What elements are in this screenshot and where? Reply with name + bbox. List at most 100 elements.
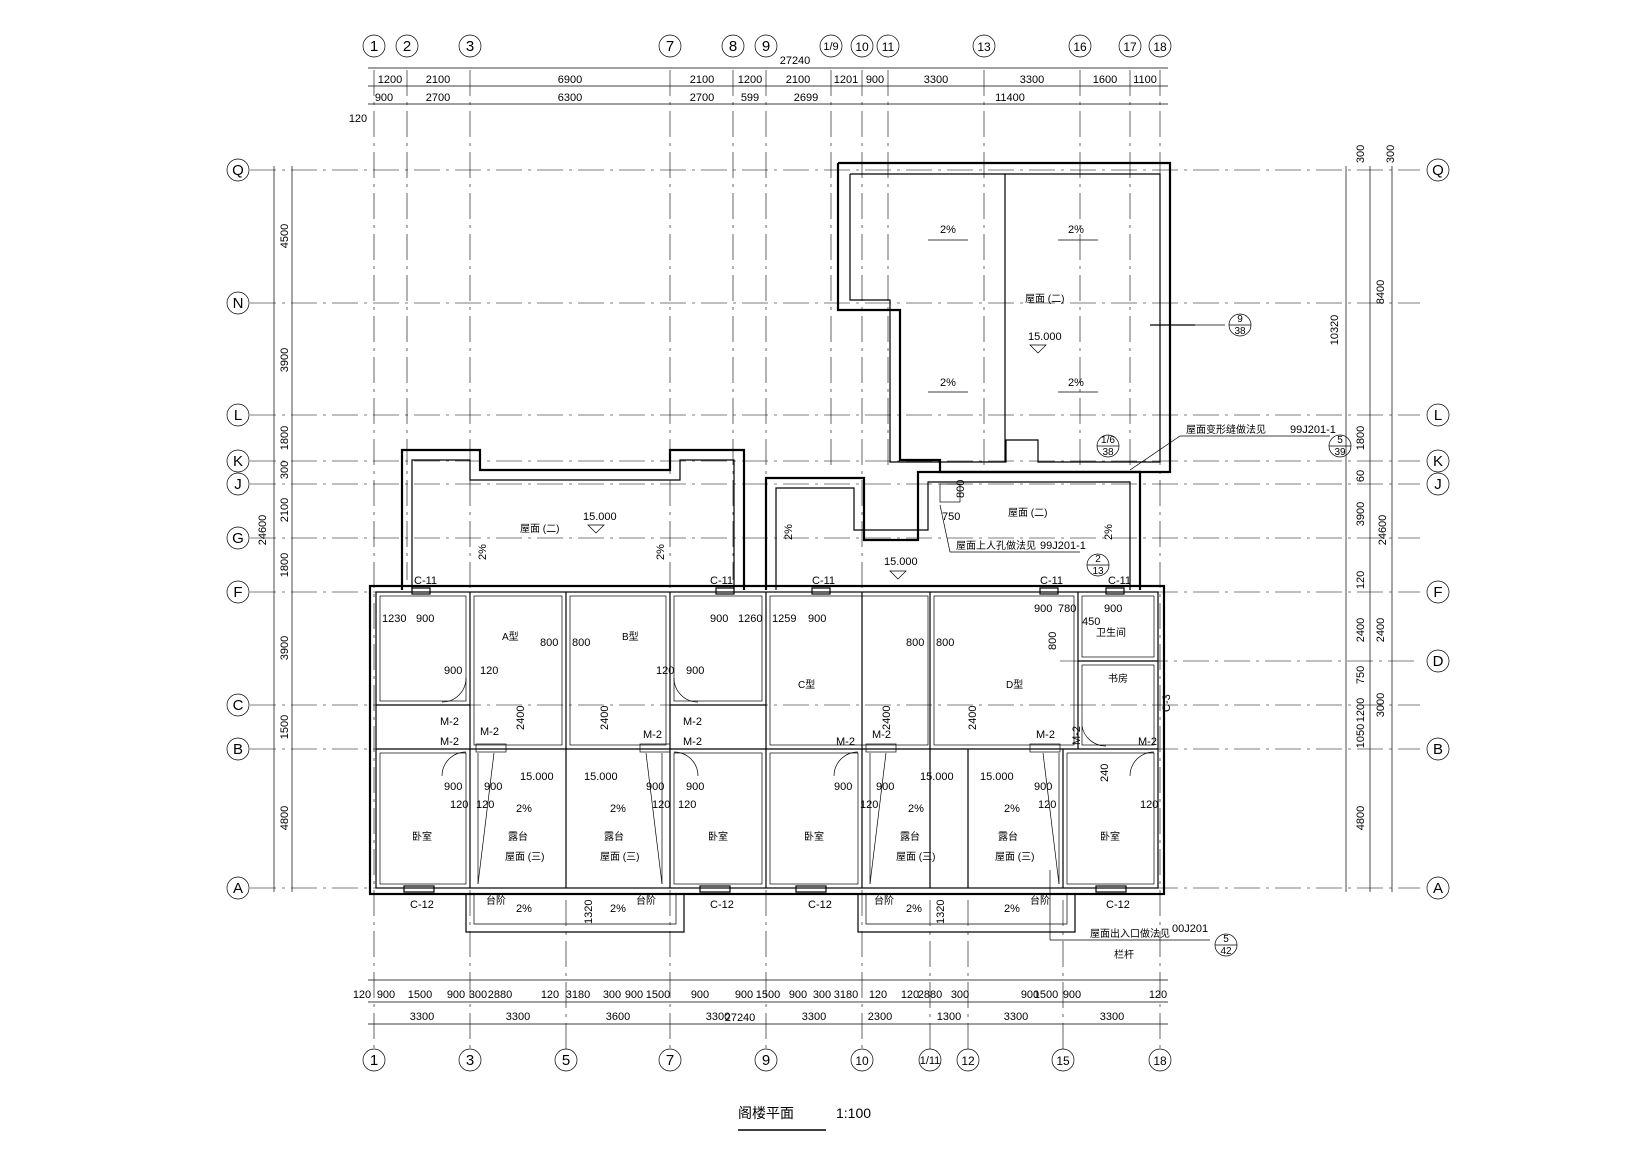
- slope-bal-4: 2%: [1004, 903, 1020, 915]
- right-inner-value: 1050: [1355, 724, 1367, 748]
- axis-top-3: 3: [466, 38, 474, 55]
- bot-row1-value: 1500: [756, 989, 780, 1001]
- top-row1-value: 2100: [786, 74, 810, 86]
- right-inner-value: 3900: [1355, 502, 1367, 526]
- right-inner-value: 1800: [1355, 426, 1367, 450]
- bot-row1-value: 3180: [834, 989, 858, 1001]
- slope-1: 2%: [940, 224, 956, 236]
- ref-deform-code: 99J201-1: [1290, 424, 1336, 436]
- right-inner-value: 4800: [1355, 806, 1367, 830]
- dim-2400-a: 2400: [515, 706, 527, 730]
- dim-1230: 1230: [382, 613, 406, 625]
- door-m2-11: M-2: [1138, 736, 1157, 748]
- left-segs-value: 1800: [279, 426, 291, 450]
- dim-2400-b: 2400: [599, 706, 611, 730]
- roof3-3: 屋面 (三): [896, 851, 935, 863]
- slope-6: 2%: [655, 544, 667, 560]
- row-C-left: C: [233, 697, 244, 714]
- dim-800-a: 800: [540, 637, 558, 649]
- bot-row1-value: 120: [869, 989, 887, 1001]
- dim-900-k: 900: [686, 781, 704, 793]
- detail-ref-4-top: 2: [1095, 554, 1101, 565]
- dim-750: 750: [942, 511, 960, 523]
- axis-bot-5: 5: [562, 1052, 570, 1069]
- right-mid-value: 8400: [1375, 280, 1387, 304]
- dim-900-e: 900: [1104, 603, 1122, 615]
- bot-row1-value: 120: [901, 989, 919, 1001]
- bot-row1-value: 900: [691, 989, 709, 1001]
- slope-b4: 2%: [1004, 803, 1020, 815]
- bot-row1-value: 1500: [408, 989, 432, 1001]
- door-m2-1: M-2: [440, 716, 459, 728]
- axis-top-16: 16: [1073, 40, 1087, 54]
- dim-120-e: 120: [652, 799, 670, 811]
- bot-row1-value: 3180: [566, 989, 590, 1001]
- row-Q-left: Q: [232, 162, 244, 179]
- bot-row1-value: 1500: [646, 989, 670, 1001]
- room-study: 书房: [1108, 672, 1128, 685]
- door-m2-6: M-2: [683, 736, 702, 748]
- axis-bot-9: 9: [762, 1052, 770, 1069]
- bot-row1-value: 300: [813, 989, 831, 1001]
- row-F-right: F: [1433, 584, 1442, 601]
- dim-1260: 1260: [738, 613, 762, 625]
- detail-ref-2-bot: 38: [1102, 447, 1114, 458]
- room-bedroom-3: 卧室: [804, 830, 824, 843]
- dim-120-c: 120: [450, 799, 468, 811]
- ref-exit-code: 00J201: [1172, 923, 1208, 935]
- axis-top-8: 8: [729, 38, 737, 55]
- building-walls: [368, 161, 1330, 941]
- room-bedroom-4: 卧室: [1100, 830, 1120, 843]
- top-row1-value: 6900: [558, 74, 582, 86]
- elev-mid: 15.000: [884, 556, 918, 568]
- door-m2-3: M-2: [480, 726, 499, 738]
- exit-rail-label: 栏杆: [1114, 948, 1134, 961]
- ref-hatch-code: 99J201-1: [1040, 540, 1086, 552]
- row-N-left: N: [233, 295, 244, 312]
- roof-label-mid: 屋面 (二): [1008, 507, 1047, 519]
- right-inner-value: 2400: [1355, 618, 1367, 642]
- dim-1320-b: 1320: [935, 900, 947, 924]
- row-L-right: L: [1434, 407, 1442, 424]
- detail-ref-3-top: 5: [1337, 435, 1343, 446]
- top-row2-value: 2700: [690, 92, 714, 104]
- row-L-left: L: [234, 407, 242, 424]
- bot-row1-value: 900: [625, 989, 643, 1001]
- top-row2-value: 900: [375, 92, 393, 104]
- bot-row2-value: 3600: [606, 1011, 630, 1023]
- axis-top-13: 13: [977, 40, 991, 54]
- left-segs-value: 3900: [279, 636, 291, 660]
- window-c3: C-3: [1161, 694, 1173, 712]
- dim-top-total: 27240: [780, 55, 811, 67]
- door-m2-5: M-2: [683, 716, 702, 728]
- dim-120-h: 120: [1038, 799, 1056, 811]
- dim-900-g: 900: [686, 665, 704, 677]
- dim-1259: 1259: [772, 613, 796, 625]
- dim-900-m: 900: [876, 781, 894, 793]
- door-m2-9: M-2: [1036, 729, 1055, 741]
- bot-row2-value: 2300: [868, 1011, 892, 1023]
- top-row1-value: 2100: [426, 74, 450, 86]
- row-B-left: B: [233, 741, 243, 758]
- left-segs-value: 2100: [279, 498, 291, 522]
- detail-ref-4-bot: 13: [1092, 566, 1104, 577]
- dim-900-a: 900: [416, 613, 434, 625]
- axis-top-18: 18: [1153, 40, 1167, 54]
- dim-120-b: 120: [656, 665, 674, 677]
- slope-3: 2%: [940, 377, 956, 389]
- window-c12-1: C-12: [410, 899, 434, 911]
- axis-bot-3: 3: [466, 1052, 474, 1069]
- detail-ref-3-bot: 39: [1334, 447, 1346, 458]
- dim-120-d: 120: [476, 799, 494, 811]
- top-row1-value: 1600: [1093, 74, 1117, 86]
- dim-800-e: 800: [955, 480, 967, 498]
- row-axis-bubbles: [226, 158, 1450, 900]
- elev-left: 15.000: [583, 511, 617, 523]
- slope-7: 2%: [783, 524, 795, 540]
- dim-2400-d: 2400: [967, 706, 979, 730]
- top-row1-value: 1200: [378, 74, 402, 86]
- bot-row1-value: 300: [469, 989, 487, 1001]
